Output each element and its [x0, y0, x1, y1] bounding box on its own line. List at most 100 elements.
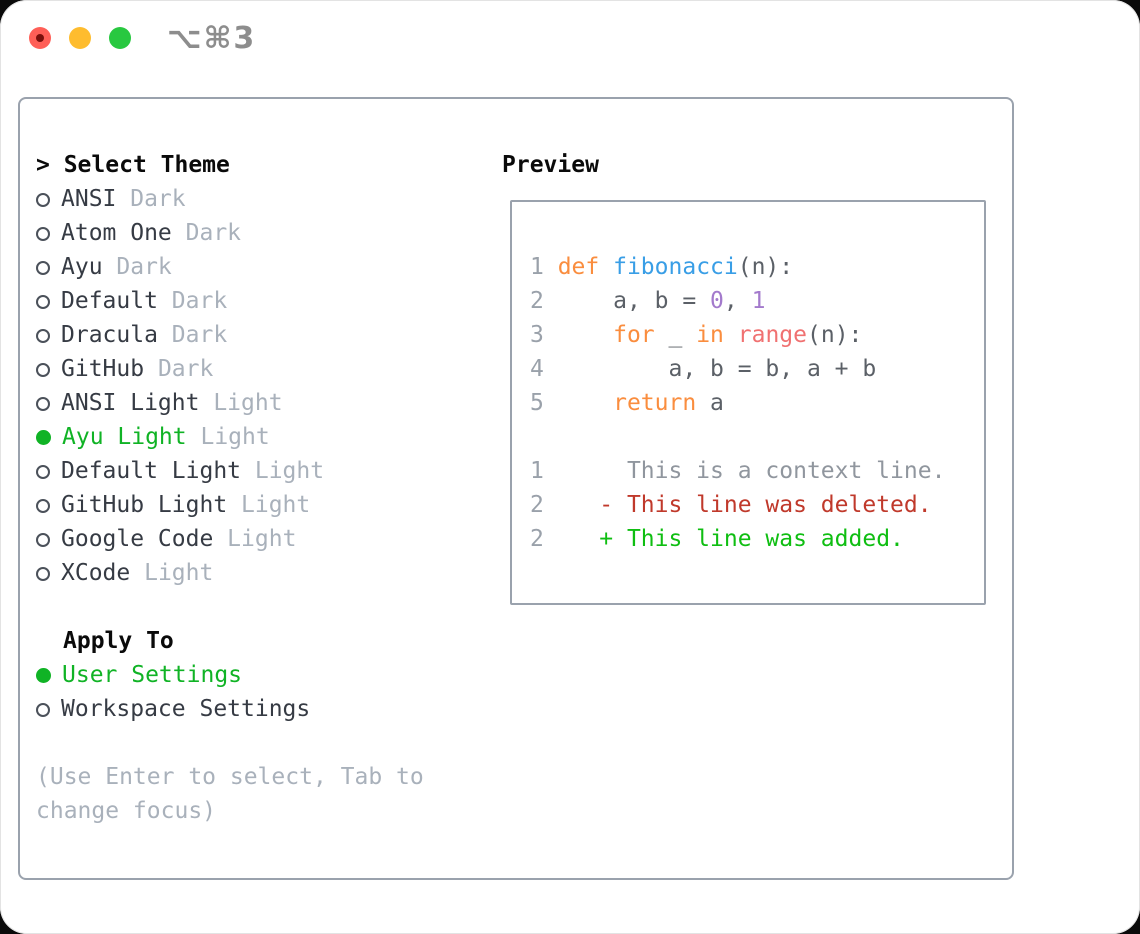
keyboard-hint: (Use Enter to select, Tab to change focus… [36, 760, 424, 828]
line-number: 2 [530, 492, 600, 518]
radio-selected-icon [36, 430, 51, 445]
radio-unselected-icon [36, 533, 50, 547]
line-number: 3 [530, 322, 558, 348]
apply-option-label: User Settings [62, 662, 243, 688]
theme-name: ANSI [61, 186, 117, 212]
radio-unselected-icon [36, 295, 50, 309]
radio-unselected-icon [36, 397, 50, 411]
hint-line: (Use Enter to select, Tab to [36, 764, 424, 790]
close-button[interactable] [29, 27, 51, 49]
theme-name: XCode [61, 560, 131, 586]
code-line: 5 return a [530, 386, 984, 420]
theme-variant-tag: Light [213, 526, 297, 552]
apply-option-workspace-settings[interactable]: Workspace Settings [36, 692, 424, 726]
theme-option-default-light[interactable]: Default Light Light [36, 454, 424, 488]
token-number: 1 [751, 288, 766, 314]
apply-to-header: Apply To [36, 624, 424, 658]
theme-variant-tag: Dark [102, 254, 172, 280]
window-titlebar: ⌥⌘3 [0, 0, 1140, 76]
radio-unselected-icon [36, 703, 50, 717]
radio-unselected-icon [36, 465, 50, 479]
radio-unselected-icon [36, 193, 50, 207]
token-plain [599, 254, 613, 280]
radio-unselected-icon [36, 567, 50, 581]
theme-name: GitHub Light [61, 492, 228, 518]
theme-option-atom-one[interactable]: Atom One Dark [36, 216, 424, 250]
diff-line-added: 2 + This line was added. [530, 522, 984, 556]
theme-option-google-code[interactable]: Google Code Light [36, 522, 424, 556]
theme-name: Default Light [61, 458, 242, 484]
token-keyword: return [613, 390, 697, 416]
line-number: 2 [530, 288, 558, 314]
theme-option-ansi-light[interactable]: ANSI Light Light [36, 386, 424, 420]
radio-unselected-icon [36, 261, 50, 275]
theme-option-xcode[interactable]: XCode Light [36, 556, 424, 590]
token-keyword: def [557, 254, 600, 280]
zoom-button[interactable] [109, 27, 131, 49]
line-number: 5 [530, 390, 558, 416]
radio-unselected-icon [36, 329, 50, 343]
token-plain: a, b = b, a + b [557, 356, 877, 382]
preview-header-label: Preview [502, 152, 599, 178]
diff-text: This is a context line. [626, 458, 946, 484]
select-theme-header-label: Select Theme [63, 152, 230, 178]
theme-variant-tag: Dark [171, 220, 242, 246]
line-number: 2 [530, 526, 600, 552]
apply-option-label: Workspace Settings [61, 696, 311, 722]
theme-variant-tag: Dark [144, 356, 214, 382]
theme-option-ayu[interactable]: Ayu Dark [36, 250, 424, 284]
token-function: fibonacci [613, 254, 738, 280]
theme-option-dracula[interactable]: Dracula Dark [36, 318, 424, 352]
token-keyword: for [613, 322, 655, 348]
token-plain: a [696, 390, 724, 416]
diff-line-context: 1 This is a context line. [530, 454, 984, 488]
radio-unselected-icon [36, 227, 50, 241]
radio-unselected-icon [36, 363, 50, 377]
token-call: range [737, 322, 807, 348]
theme-variant-tag: Light [241, 458, 325, 484]
token-keyword: in [696, 322, 724, 348]
diff-line-deleted: 2 - This line was deleted. [530, 488, 984, 522]
theme-variant-tag: Light [199, 390, 283, 416]
radio-unselected-icon [36, 499, 50, 513]
line-number: 4 [530, 356, 558, 382]
theme-variant-tag: Dark [116, 186, 186, 212]
token-plain: (n): [737, 254, 794, 280]
spacer [36, 590, 424, 624]
theme-option-github-light[interactable]: GitHub Light Light [36, 488, 424, 522]
theme-name: Google Code [61, 526, 214, 552]
prompt-icon: > [36, 152, 64, 178]
minimize-button[interactable] [69, 27, 91, 49]
theme-option-github[interactable]: GitHub Dark [36, 352, 424, 386]
theme-variant-tag: Dark [157, 322, 228, 348]
code-line: 3 for _ in range(n): [530, 318, 984, 352]
theme-option-ayu-light[interactable]: Ayu Light Light [36, 420, 424, 454]
theme-name: GitHub [61, 356, 145, 382]
apply-to-header-label: Apply To [63, 628, 174, 654]
token-number: 0 [710, 288, 724, 314]
code-line: 1 def fibonacci(n): [530, 250, 984, 284]
theme-option-ansi[interactable]: ANSI Dark [36, 182, 424, 216]
theme-name: Atom One [61, 220, 172, 246]
diff-text: + This line was added. [599, 526, 904, 552]
theme-name: Dracula [61, 322, 158, 348]
line-number: 1 [530, 254, 558, 280]
line-number: 1 [530, 458, 627, 484]
token-plain: a, b = [557, 288, 711, 314]
code-line: 2 a, b = 0, 1 [530, 284, 984, 318]
hint-line: change focus) [36, 798, 217, 824]
token-plain [558, 390, 613, 416]
apply-option-user-settings[interactable]: User Settings [36, 658, 424, 692]
theme-variant-tag: Light [130, 560, 214, 586]
theme-name: ANSI Light [61, 390, 200, 416]
theme-variant-tag: Light [227, 492, 311, 518]
theme-option-default[interactable]: Default Dark [36, 284, 424, 318]
